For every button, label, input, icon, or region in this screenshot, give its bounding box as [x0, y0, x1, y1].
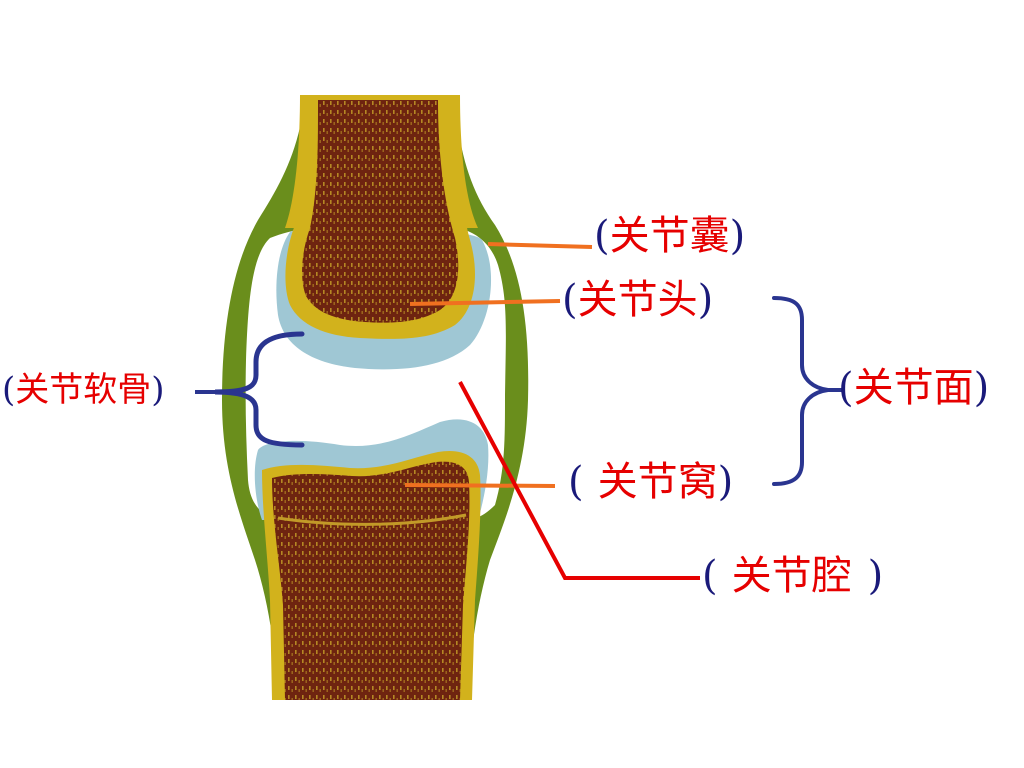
paren-open: (	[702, 553, 718, 599]
paren-open: (	[838, 365, 854, 411]
capsule-pointer-line	[487, 242, 593, 249]
label-text: 关节窝	[597, 459, 718, 505]
label-joint-socket: ( 关节窝)	[568, 462, 733, 502]
label-text: 关节囊	[609, 213, 730, 259]
joint-socket-bone	[272, 461, 470, 700]
paren-close: )	[151, 370, 165, 410]
epiphyseal-line	[277, 513, 467, 526]
label-articular-surface: (关节面)	[838, 368, 989, 408]
paren-close: )	[729, 213, 746, 259]
label-joint-cavity: ( 关节腔)	[702, 556, 883, 596]
joint-head-bone	[302, 100, 459, 323]
paren-open: (	[594, 213, 610, 259]
label-text: 关节头	[577, 277, 698, 323]
label-joint-capsule: (关节囊)	[594, 216, 745, 256]
paren-close: )	[717, 459, 734, 505]
label-text: 关节软骨	[15, 370, 152, 410]
head-pointer-line	[409, 299, 561, 306]
paren-close: )	[697, 277, 714, 323]
label-text: 关节腔	[731, 553, 852, 599]
label-text: 关节面	[853, 365, 974, 411]
paren-close: )	[867, 553, 884, 599]
paren-open: (	[568, 459, 584, 505]
paren-close: )	[973, 365, 990, 411]
surface-bracket	[772, 296, 829, 486]
socket-pointer-line	[404, 483, 556, 488]
paren-open: (	[2, 370, 16, 410]
label-joint-head: (关节头)	[562, 280, 713, 320]
paren-open: (	[562, 277, 578, 323]
cavity-pointer-line	[458, 381, 700, 580]
label-articular-cartilage: (关节软骨)	[2, 373, 165, 407]
